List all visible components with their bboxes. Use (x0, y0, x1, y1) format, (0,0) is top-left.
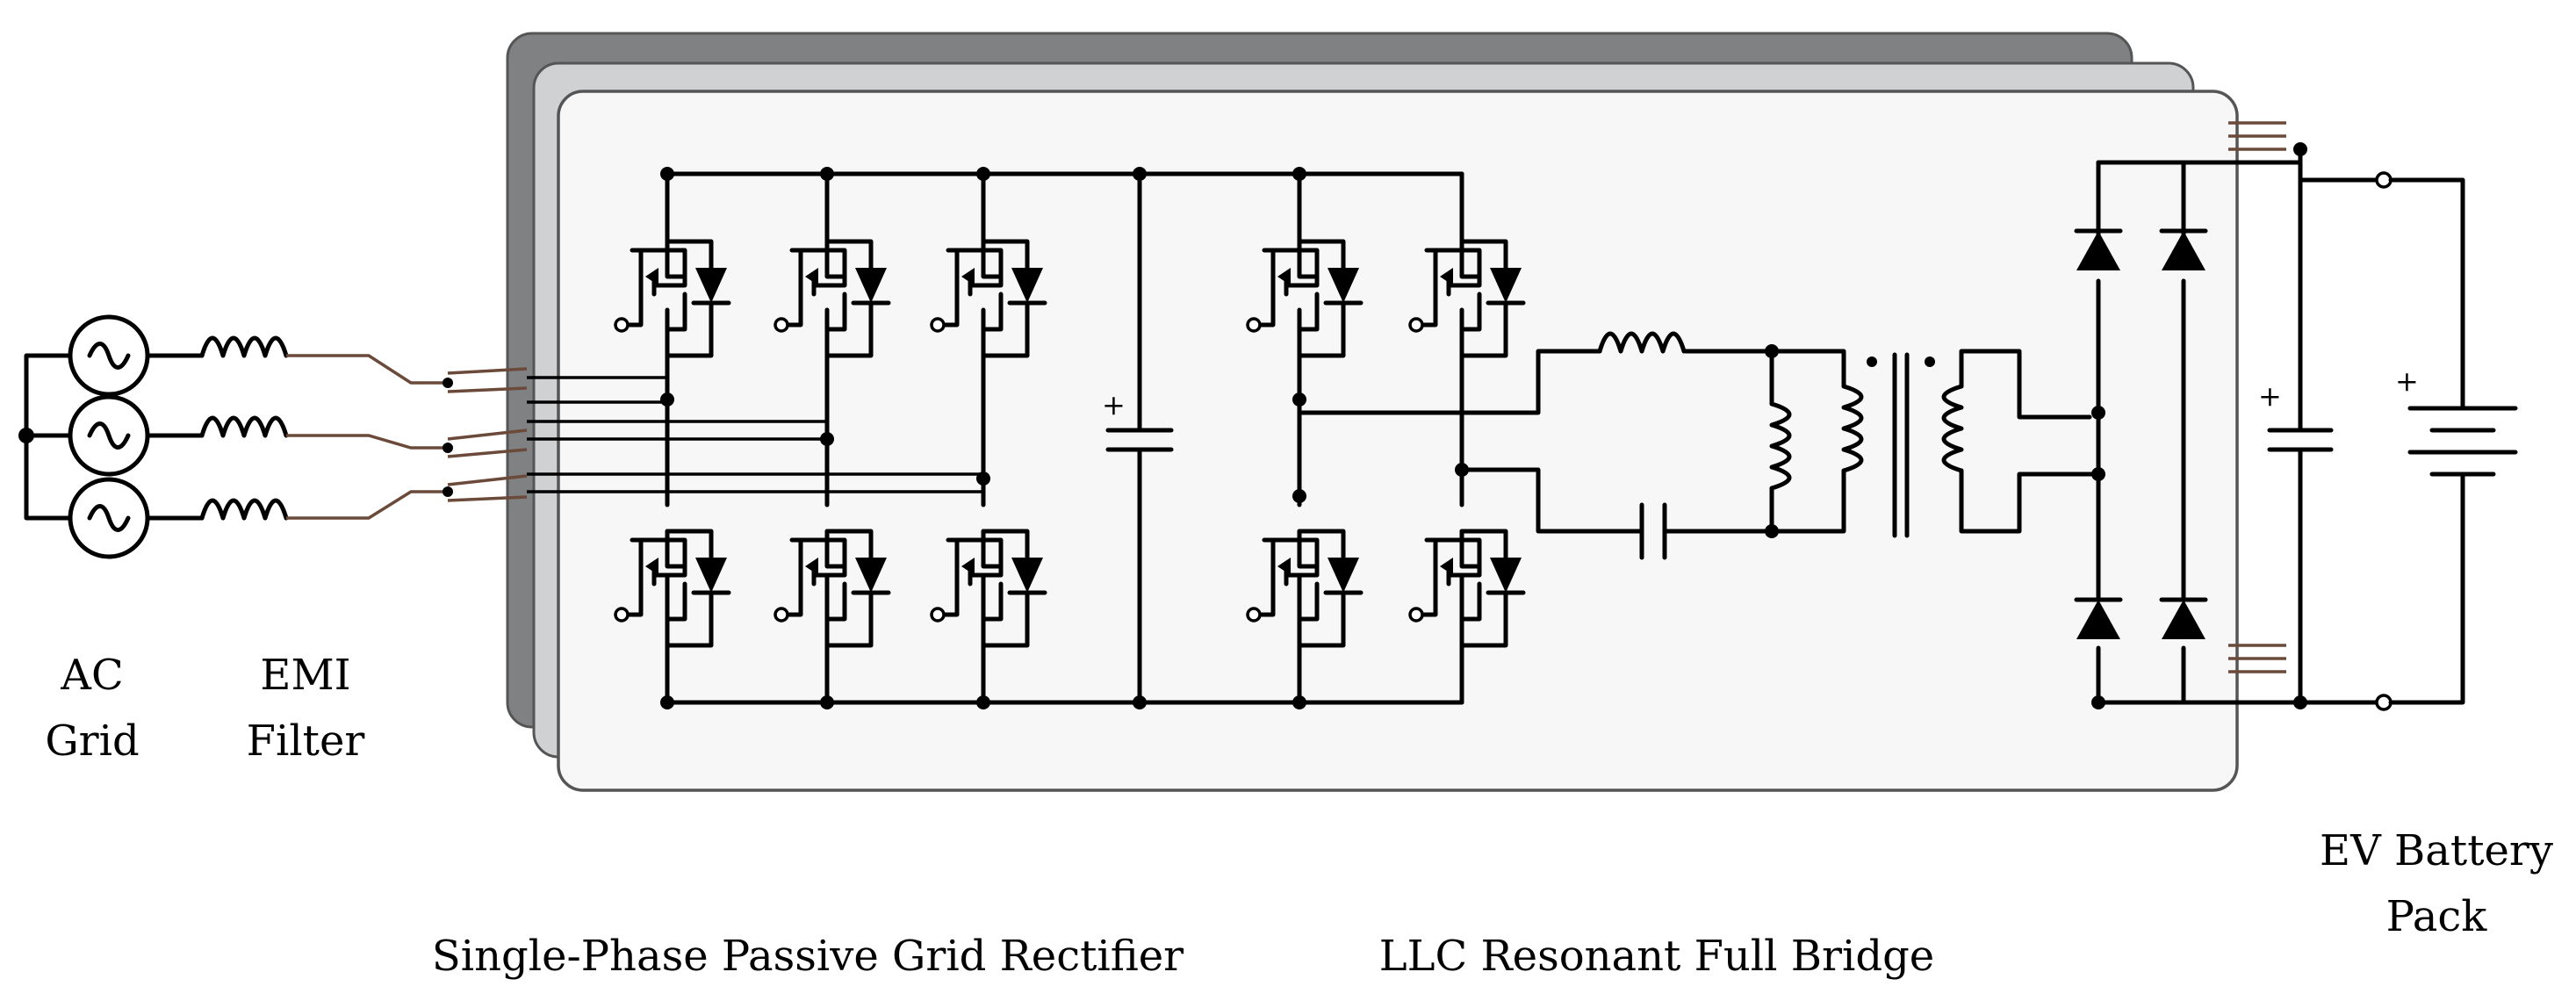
ac-source-icon (70, 397, 148, 474)
polarity-plus: + (2395, 364, 2419, 398)
ac-grid-label-line1: AC (60, 651, 123, 700)
ac-grid-label-line2: Grid (45, 716, 139, 766)
resonant-tank (1297, 334, 2101, 560)
polarity-plus: + (2258, 379, 2282, 413)
ac-source-icon (70, 479, 148, 557)
emi-filter-label-line1: EMI (260, 651, 350, 700)
ac-grid-sources (18, 317, 148, 557)
emi-filter-inductors (145, 338, 528, 521)
emi-filter-label-line2: Filter (247, 716, 365, 766)
inductor-icon (202, 338, 286, 356)
rectifier-input-lines (527, 376, 983, 493)
output-stage: + + (2258, 142, 2518, 711)
llc-label: LLC Resonant Full Bridge (1379, 932, 1934, 981)
rectifier-label: Single-Phase Passive Grid Rectifier (432, 932, 1184, 981)
labels: AC Grid EMI Filter Single-Phase Passive … (45, 651, 2553, 981)
inductor-icon (202, 418, 286, 436)
battery-label-line2: Pack (2386, 892, 2488, 941)
module-card-front (557, 90, 2239, 792)
battery-label-line1: EV Battery (2320, 826, 2553, 875)
llc-full-bridge (1248, 167, 1523, 709)
ac-source-icon (70, 317, 148, 394)
rectifier-bridge (615, 167, 1147, 709)
battery-icon (2407, 406, 2518, 477)
polarity-plus: + (1102, 388, 1126, 421)
inductor-icon (202, 500, 286, 518)
